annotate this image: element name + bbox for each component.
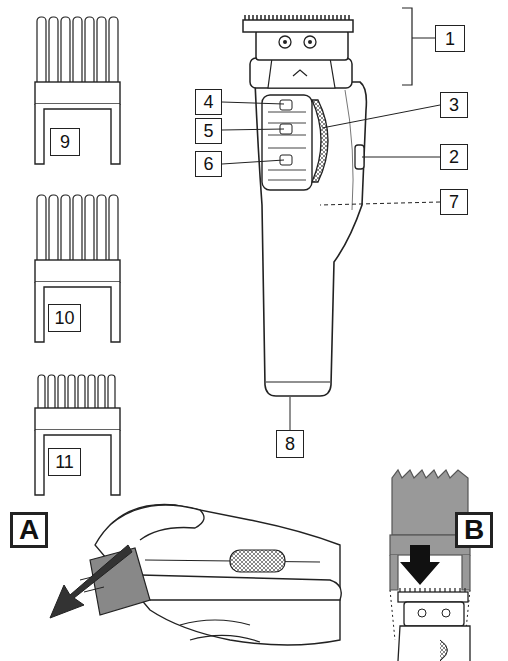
attaching-comb [404, 602, 464, 626]
leader-line [290, 397, 291, 430]
hand-removing-comb [50, 505, 341, 646]
leader-line [222, 129, 284, 130]
leader-line [322, 105, 440, 128]
trimmer-body [245, 15, 349, 20]
trimmer-body [262, 95, 312, 190]
attaching-comb [390, 470, 470, 661]
trimmer-body [268, 112, 306, 180]
trimmer-body [268, 58, 335, 88]
comb-attachment [35, 17, 120, 495]
trimmer-body [243, 20, 353, 32]
attaching-comb [398, 592, 468, 602]
hand-removing-comb [180, 620, 260, 642]
callout-number: 7 [440, 189, 468, 215]
attaching-comb [418, 609, 426, 617]
callout-number: 5 [195, 118, 222, 144]
attaching-comb [442, 609, 450, 617]
trimmer-body [345, 90, 353, 210]
leader-line [222, 8, 440, 430]
hand-removing-comb [110, 505, 204, 540]
leader-line [362, 157, 440, 158]
callout-number: A [10, 512, 48, 548]
comb-attachment [35, 17, 120, 164]
hand-removing-comb [50, 545, 132, 618]
trimmer-body [243, 15, 366, 396]
callout-number: 10 [48, 304, 81, 332]
trimmer-body [280, 100, 292, 110]
callout-number: 4 [195, 89, 222, 115]
comb-attachment [35, 195, 120, 342]
attaching-comb [440, 640, 448, 661]
callout-number: 2 [440, 144, 468, 170]
attaching-comb [398, 626, 470, 661]
callout-number: 8 [276, 430, 304, 458]
trimmer-body [256, 30, 348, 60]
callout-number: 11 [48, 448, 81, 476]
trimmer-body [293, 70, 307, 76]
trimmer-body [266, 381, 330, 382]
comb-attachment [35, 375, 120, 495]
trimmer-body [283, 40, 287, 44]
leader-line [222, 102, 284, 104]
leader-line [320, 202, 440, 205]
trimmer-body [308, 40, 312, 44]
leader-line [402, 8, 435, 85]
leader-line [222, 160, 284, 164]
trimmer-body [312, 100, 328, 182]
trimmer-body [304, 36, 316, 48]
callout-number: 3 [440, 92, 468, 118]
attaching-comb [400, 545, 440, 585]
attaching-comb [400, 588, 465, 592]
callout-number: B [455, 512, 493, 548]
trimmer-body [250, 58, 352, 88]
trimmer-body [279, 36, 291, 48]
callout-number: 1 [435, 25, 465, 52]
callout-number: 9 [50, 128, 80, 156]
hand-removing-comb [230, 550, 285, 572]
callout-number: 6 [195, 151, 222, 177]
hand-removing-comb [140, 575, 341, 600]
